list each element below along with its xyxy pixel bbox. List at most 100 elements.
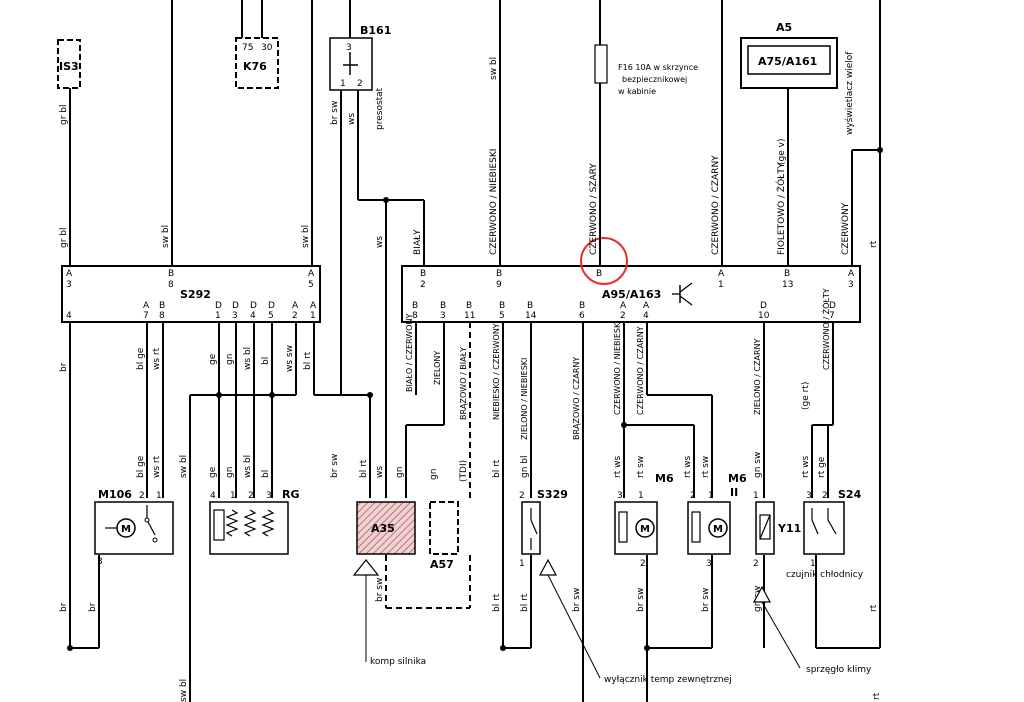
svg-text:D: D — [250, 301, 257, 311]
svg-text:A: A — [308, 269, 315, 279]
svg-text:gn: gn — [225, 467, 235, 478]
sprzeglo-annotation: sprzęgło klimy — [806, 665, 872, 675]
svg-text:CZERWONO / NIEBIESKI: CZERWONO / NIEBIESKI — [613, 320, 622, 415]
svg-text:1: 1 — [708, 491, 714, 501]
svg-text:2: 2 — [248, 491, 254, 501]
fuse-note-2: bezpiecznikowej — [622, 75, 687, 84]
svg-text:BRĄZOWO / BIAŁY: BRĄZOWO / BIAŁY — [459, 347, 468, 420]
svg-text:1: 1 — [310, 311, 316, 321]
svg-text:B: B — [440, 301, 446, 311]
svg-text:NIEBIESKO / CZERWONY: NIEBIESKO / CZERWONY — [492, 323, 501, 420]
svg-text:4: 4 — [250, 311, 256, 321]
svg-text:2: 2 — [640, 559, 646, 569]
m106-label: M106 — [98, 488, 132, 501]
svg-text:br sw: br sw — [330, 101, 340, 125]
svg-text:rt ws: rt ws — [683, 456, 693, 478]
svg-text:10: 10 — [758, 311, 770, 321]
svg-text:CZERWONY: CZERWONY — [841, 202, 851, 255]
svg-text:3: 3 — [266, 491, 272, 501]
svg-text:rt ws: rt ws — [613, 456, 623, 478]
svg-text:bl rt: bl rt — [303, 351, 313, 370]
svg-text:ws rt: ws rt — [152, 347, 162, 370]
svg-text:ws bl: ws bl — [243, 455, 253, 478]
svg-text:A: A — [718, 269, 725, 279]
svg-text:5: 5 — [268, 311, 274, 321]
svg-text:1: 1 — [215, 311, 221, 321]
s292-top-pins: A 3 B 8 A 5 — [66, 269, 315, 290]
svg-text:1: 1 — [718, 280, 724, 290]
svg-text:(TDI): (TDI) — [459, 460, 469, 482]
svg-text:br sw: br sw — [330, 454, 340, 478]
y11-label: Y11 — [777, 522, 801, 535]
svg-text:6: 6 — [579, 311, 585, 321]
svg-text:B: B — [596, 269, 602, 279]
svg-text:A: A — [848, 269, 855, 279]
svg-text:1: 1 — [230, 491, 236, 501]
svg-text:2: 2 — [690, 491, 696, 501]
a57-module: A57 — [429, 501, 459, 571]
transistor-icon — [672, 282, 693, 306]
svg-text:sw bl: sw bl — [179, 679, 189, 702]
a5-label: A5 — [776, 21, 792, 34]
fuse-note-1: F16 10A w skrzynce — [618, 63, 698, 72]
czujnik-annotation: czujnik chłodnicy — [786, 570, 864, 580]
svg-text:br: br — [59, 362, 69, 372]
svg-text:14: 14 — [525, 311, 537, 321]
svg-text:bl ge: bl ge — [136, 347, 146, 370]
svg-text:gn sw: gn sw — [753, 452, 763, 478]
m6b-sub-label: II — [730, 486, 738, 499]
b161-pin3: 3 — [346, 43, 352, 53]
svg-text:bl rt: bl rt — [492, 459, 502, 478]
svg-text:B: B — [527, 301, 533, 311]
svg-text:9: 9 — [496, 280, 502, 290]
svg-text:br sw: br sw — [701, 588, 711, 612]
svg-text:7: 7 — [143, 311, 149, 321]
svg-text:bl rt: bl rt — [520, 593, 530, 612]
s24-coolant-switch: S24 3 2 1 czujnik chłodnicy — [786, 488, 864, 580]
m106-motor: M106 M 3 2 1 — [94, 488, 174, 567]
svg-text:bl rt: bl rt — [492, 593, 502, 612]
svg-text:4: 4 — [643, 311, 649, 321]
svg-text:A: A — [620, 301, 627, 311]
svg-text:ws: ws — [347, 113, 357, 125]
svg-text:2: 2 — [753, 559, 759, 569]
s3-connector: IS3 — [57, 39, 81, 89]
svg-text:1: 1 — [753, 491, 759, 501]
svg-text:rt sw: rt sw — [636, 456, 646, 478]
svg-text:8: 8 — [159, 311, 165, 321]
svg-text:B: B — [412, 301, 418, 311]
m6a-label: M6 — [655, 472, 674, 485]
svg-text:4: 4 — [66, 311, 72, 321]
svg-text:1: 1 — [156, 491, 162, 501]
svg-text:8: 8 — [168, 280, 174, 290]
svg-text:2: 2 — [822, 491, 828, 501]
wire-labels-middle: br bl ge ws rt ge gn ws bl bl ws sw bl r… — [59, 288, 831, 440]
m6b-label: M6 — [728, 472, 747, 485]
svg-text:br sw: br sw — [636, 588, 646, 612]
svg-text:ZIELONY: ZIELONY — [433, 351, 442, 385]
svg-text:ge: ge — [208, 466, 218, 478]
fuse-f16: F16 10A w skrzynce bezpiecznikowej w kab… — [594, 44, 698, 96]
y11-ac-clutch: Y11 1 2 sprzęgło klimy — [753, 491, 872, 675]
svg-text:3: 3 — [440, 311, 446, 321]
svg-text:ws: ws — [375, 236, 385, 248]
svg-text:gn: gn — [225, 354, 235, 365]
b161-label: B161 — [360, 24, 391, 37]
svg-text:ZIELONO / CZARNY: ZIELONO / CZARNY — [753, 338, 762, 415]
fuse-note-3: w kabinie — [618, 87, 656, 96]
a35-label: A35 — [371, 522, 395, 535]
svg-text:(ge rt): (ge rt) — [801, 382, 811, 410]
svg-text:A: A — [310, 301, 317, 311]
svg-text:A: A — [643, 301, 650, 311]
presostat-annotation: presostat — [375, 87, 385, 130]
wire-labels-lower: bl ge ws rt sw bl ge gn ws bl bl br sw b… — [136, 452, 827, 482]
svg-text:CZERWONO / NIEBIESKI: CZERWONO / NIEBIESKI — [489, 149, 499, 255]
s329-label: S329 — [537, 488, 568, 501]
wires — [69, 0, 881, 702]
svg-text:3: 3 — [617, 491, 623, 501]
rg-resistor-group: RG 4 1 2 3 — [209, 488, 300, 555]
svg-text:2: 2 — [139, 491, 145, 501]
svg-text:bl rt: bl rt — [359, 459, 369, 478]
svg-text:A: A — [66, 269, 73, 279]
svg-text:sw bl: sw bl — [301, 225, 311, 248]
